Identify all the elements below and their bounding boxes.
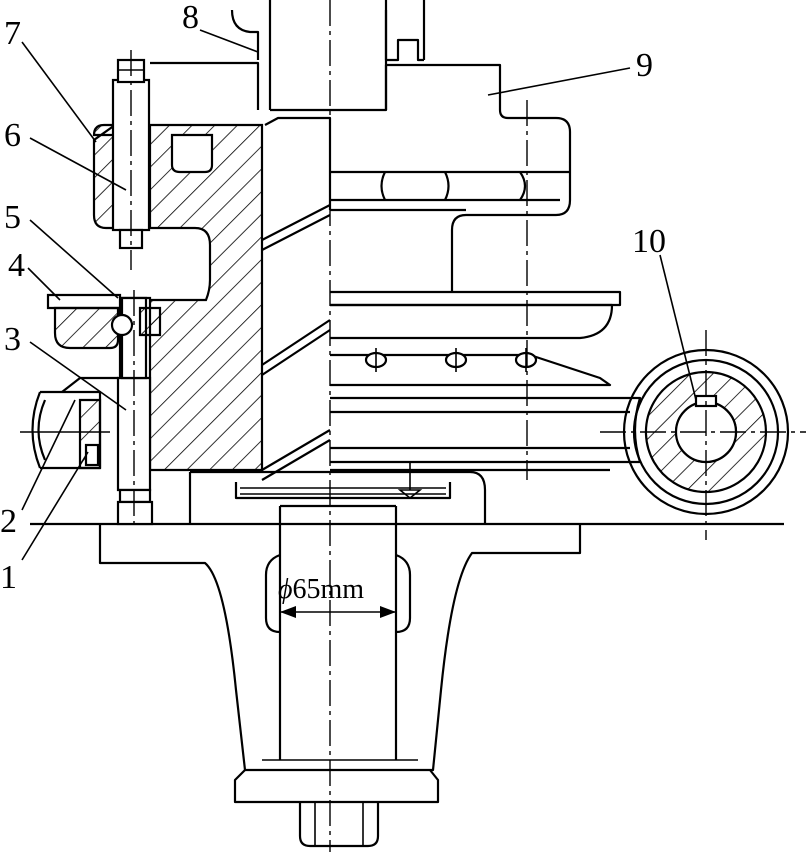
part-labels: 1 2 3 4 5 6 7 8 9 10	[0, 0, 666, 596]
leader-lines	[21, 29, 697, 561]
clamp-plate	[46, 293, 162, 350]
diameter-symbol: ϕ	[278, 574, 293, 605]
svg-text:ϕ65mm: ϕ65mm	[278, 574, 364, 605]
label-4: 4	[8, 247, 25, 284]
label-5: 5	[4, 199, 21, 236]
label-9: 9	[636, 47, 653, 84]
spindle	[232, 0, 452, 760]
label-7: 7	[4, 15, 21, 52]
stud-bolt-top	[111, 50, 151, 270]
label-8: 8	[182, 0, 199, 36]
column-cone	[261, 204, 331, 481]
label-2: 2	[0, 503, 17, 540]
base-housing	[30, 522, 784, 848]
left-shaft	[20, 376, 118, 470]
label-1: 1	[0, 559, 17, 596]
diameter-value: 65mm	[293, 574, 365, 605]
label-3: 3	[4, 321, 21, 358]
label-10: 10	[632, 223, 666, 260]
gear-wheel	[600, 330, 806, 540]
centerlines	[329, 0, 528, 852]
label-6: 6	[4, 117, 21, 154]
diameter-dimension: ϕ65mm	[278, 574, 396, 618]
